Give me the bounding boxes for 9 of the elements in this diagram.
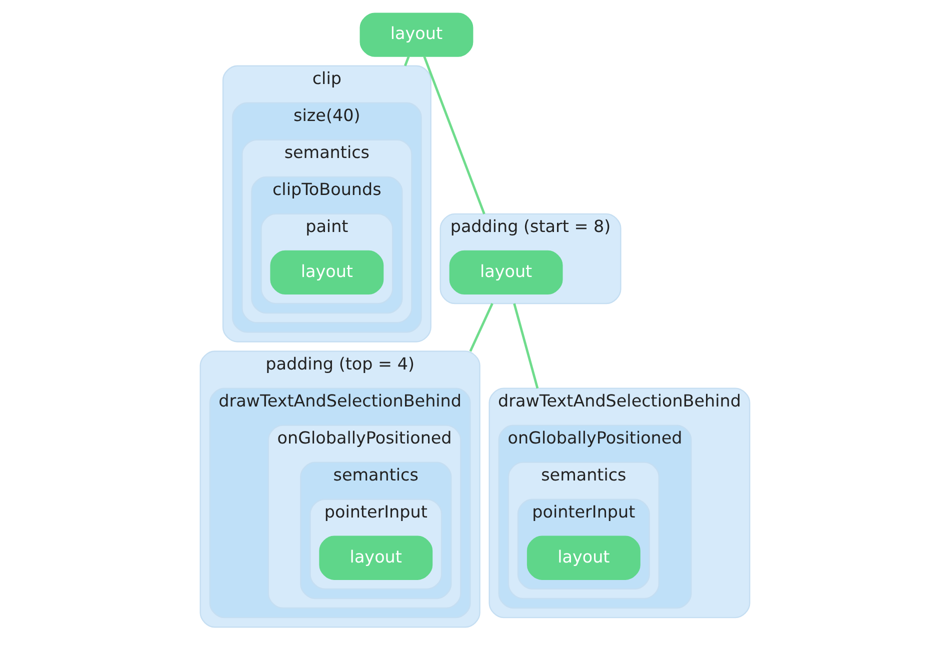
node-box: layout bbox=[319, 536, 433, 580]
connector bbox=[469, 303, 494, 352]
node-box: layout bbox=[526, 536, 640, 580]
connector bbox=[423, 56, 486, 214]
connector bbox=[404, 56, 410, 66]
node-box: layout bbox=[270, 250, 384, 295]
node-box: layout bbox=[360, 12, 474, 57]
node-box: layout bbox=[449, 250, 563, 295]
connector bbox=[513, 303, 539, 389]
